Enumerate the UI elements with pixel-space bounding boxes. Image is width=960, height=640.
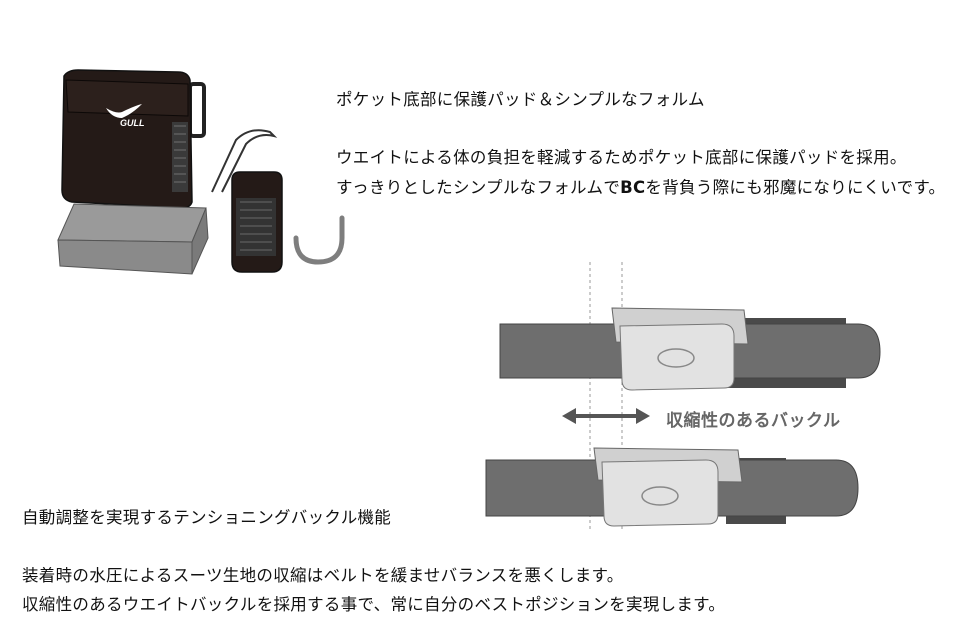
section2-heading: 自動調整を実現するテンショニングバックル機能: [22, 508, 392, 527]
double-arrow-icon: [562, 408, 650, 424]
belt-contracted: [485, 447, 859, 527]
hook: [293, 215, 345, 265]
section1-line2-b: を背負う際にも邪魔になりにくいです。: [645, 178, 946, 197]
section1-line2-bold: BC: [620, 178, 646, 197]
section1-line2: すっきりとしたシンプルなフォルムでBCを背負う際にも邪魔になりにくいです。: [336, 174, 945, 198]
section2-line2: 収縮性のあるウエイトバックルを採用する事で、常に自分のベストポジションを実現しま…: [22, 595, 726, 614]
gull-logo: GULL: [106, 104, 145, 128]
product-illustration: GULL: [57, 69, 345, 275]
section1-heading: ポケット底部に保護パッド＆シンプルなフォルム: [336, 90, 705, 109]
section1-line1: ウエイトによる体の負担を軽減するためポケット底部に保護パッドを採用。: [336, 148, 907, 167]
buckle-illustration: [485, 262, 881, 532]
weight-pocket: [61, 69, 206, 209]
gull-logo-text: GULL: [120, 118, 145, 128]
section1-line2-a: すっきりとしたシンプルなフォルムで: [336, 178, 621, 197]
small-pocket: [211, 129, 283, 273]
buckle-caption: 収縮性のあるバックル: [666, 411, 841, 431]
belt-stretched: [499, 307, 881, 391]
section2-line1: 装着時の水圧によるスーツ生地の収縮はベルトを緩ませバランスを悪くします。: [22, 566, 624, 585]
protective-pad: [57, 203, 209, 275]
